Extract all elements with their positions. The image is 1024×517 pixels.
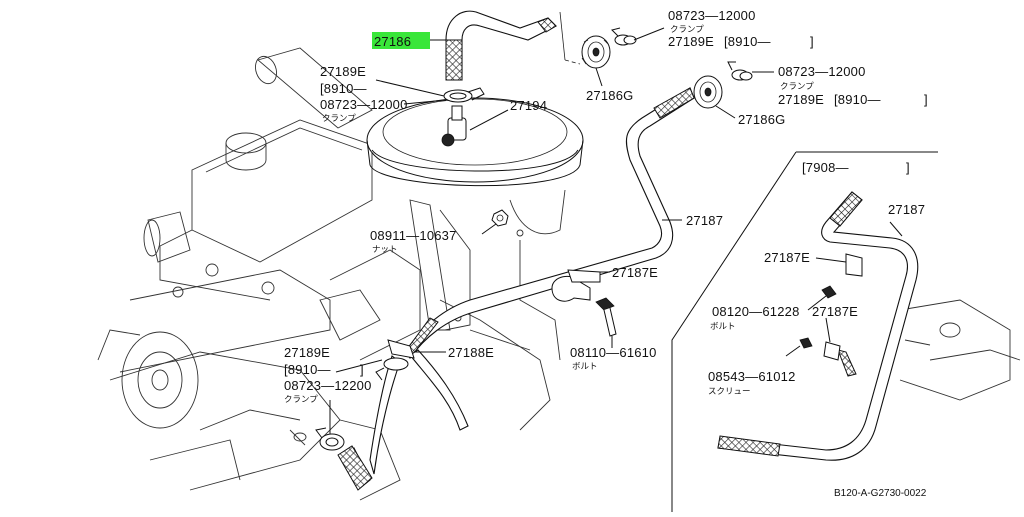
highlight-27186 — [372, 32, 430, 49]
label-clamp-top: クランプ — [670, 24, 704, 34]
clip-27188E — [375, 339, 446, 381]
label-27187E-c[interactable]: 27187E — [812, 304, 858, 319]
label-08723-mid[interactable]: 08723—12000 — [778, 64, 866, 79]
label-8910-b: [8910— — [284, 362, 331, 377]
label-08911[interactable]: 08911—10637 — [370, 228, 457, 243]
label-27186G-a[interactable]: 27186G — [586, 88, 633, 103]
label-8910-a: [8910— — [320, 81, 367, 96]
label-inset-bracket: ] — [906, 160, 910, 175]
label-clamp-b: クランプ — [284, 394, 318, 404]
label-27187-mid[interactable]: 27187 — [686, 213, 723, 228]
bolt-08110 — [595, 297, 617, 348]
label-27187E-b[interactable]: 27187E — [764, 250, 810, 265]
label-bracket-top: ] — [810, 34, 814, 49]
label-27189E-mid[interactable]: 27189E — [778, 92, 824, 107]
label-08120[interactable]: 08120—61228 — [712, 304, 800, 319]
label-27187E-a[interactable]: 27187E — [612, 265, 658, 280]
label-bracket-b: ] — [360, 362, 364, 377]
label-08723-a[interactable]: 08723—12000 — [320, 97, 408, 112]
hose-lower — [337, 349, 469, 491]
label-27186G-b[interactable]: 27186G — [738, 112, 785, 127]
grommet-27186G-lower — [693, 75, 736, 119]
label-27186[interactable]: 27186 — [374, 34, 411, 49]
label-08543[interactable]: 08543—61012 — [708, 369, 796, 384]
label-27189E-top[interactable]: 27189E — [668, 34, 714, 49]
leader-lines — [335, 39, 447, 373]
label-bolt-a: ボルト — [572, 361, 598, 371]
hose-clamp-lower — [315, 400, 345, 451]
label-08110[interactable]: 08110—61610 — [570, 345, 657, 360]
label-nut: ナット — [372, 244, 398, 254]
hose-27186 — [445, 10, 581, 81]
label-27189E-b[interactable]: 27189E — [284, 345, 330, 360]
part-labels: 27186 27189E [8910— 08723—12000 クランプ 271… — [284, 8, 928, 499]
diagram-id: B120-A-G2730-0022 — [834, 488, 927, 499]
label-8910-top: [8910— — [724, 34, 771, 49]
grommet-27186G-upper — [581, 35, 611, 87]
bracket-27187E — [551, 269, 610, 302]
label-inset-range: [7908— — [802, 160, 849, 175]
inset-panel — [671, 151, 1021, 512]
engine-block-drawing — [97, 47, 566, 501]
pcv-valve-27194 — [441, 105, 509, 147]
label-08723-top[interactable]: 08723—12000 — [668, 8, 756, 23]
hose-clamp-top — [611, 27, 665, 46]
label-bolt-b: ボルト — [710, 321, 736, 331]
label-clamp-mid: クランプ — [780, 81, 814, 91]
hose-clamp-mid — [727, 61, 774, 81]
air-cleaner-housing — [366, 97, 584, 187]
label-8910-mid: [8910— — [834, 92, 881, 107]
label-screw: スクリュー — [708, 386, 751, 396]
label-bracket-mid: ] — [924, 92, 928, 107]
label-27189E-a[interactable]: 27189E — [320, 64, 366, 79]
label-27194[interactable]: 27194 — [510, 98, 547, 113]
label-27187-inset[interactable]: 27187 — [888, 202, 925, 217]
nut-08911 — [481, 209, 509, 235]
label-27188E[interactable]: 27188E — [448, 345, 494, 360]
hose-27187-main — [404, 87, 695, 359]
label-08723-b[interactable]: 08723—12200 — [284, 378, 372, 393]
label-clamp-a: クランプ — [322, 113, 356, 123]
